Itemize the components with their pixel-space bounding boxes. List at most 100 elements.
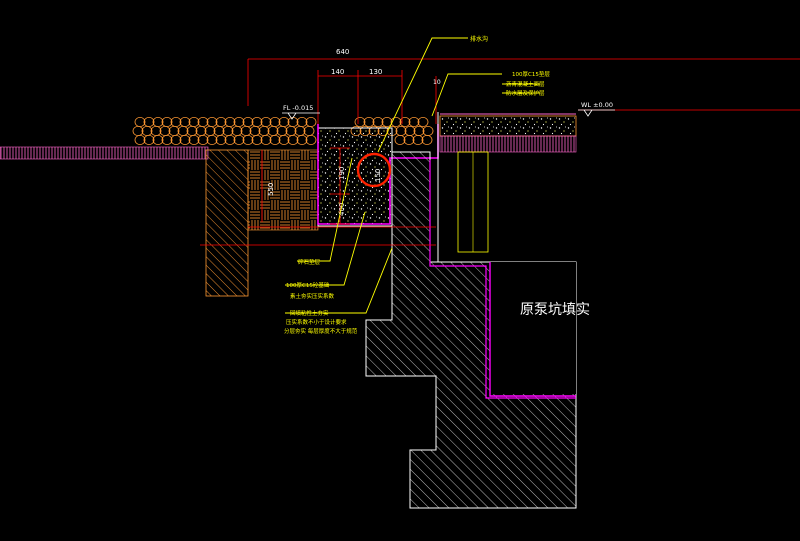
level-left-text: FL -0.015 bbox=[283, 104, 313, 112]
callout-top: 排水沟 bbox=[470, 35, 488, 43]
gravel-cobble bbox=[197, 117, 209, 128]
wall-membrane bbox=[429, 160, 576, 399]
gravel-cobble bbox=[296, 134, 308, 145]
gravel-cobble bbox=[224, 134, 236, 145]
gravel-cobble bbox=[231, 126, 243, 137]
gravel-cobble bbox=[215, 134, 227, 145]
gravel-cobble bbox=[188, 117, 200, 128]
gravel-cobble bbox=[168, 126, 180, 137]
gravel-cobble bbox=[159, 126, 171, 137]
level-right-text: WL ±0.00 bbox=[581, 101, 613, 109]
gravel-cobble bbox=[206, 117, 218, 128]
gravel-cobble bbox=[143, 117, 155, 128]
gravel-cobble bbox=[260, 134, 272, 145]
level-mark-left bbox=[282, 112, 320, 120]
gravel-cobble bbox=[403, 134, 415, 145]
pump-pit-fill bbox=[490, 262, 576, 394]
gravel-cobble bbox=[215, 117, 227, 128]
gravel-cobble bbox=[141, 126, 153, 137]
gravel-cobble bbox=[278, 117, 290, 128]
gravel-cobble bbox=[399, 117, 411, 128]
gravel-cobble bbox=[267, 126, 279, 137]
callout-top-right-3: 防水层及保护层 bbox=[506, 89, 545, 97]
gravel-cobble bbox=[179, 134, 191, 145]
gravel-cobble bbox=[213, 126, 225, 137]
gravel-cobble bbox=[222, 126, 234, 137]
gravel-cobble bbox=[395, 126, 407, 137]
gravel-cobble bbox=[233, 117, 245, 128]
gravel-layer bbox=[132, 117, 434, 145]
ground-strip-left bbox=[0, 146, 209, 160]
right-slab-lower bbox=[439, 135, 577, 153]
gravel-cobble bbox=[303, 126, 315, 137]
gravel-cobble bbox=[152, 117, 164, 128]
gravel-cobble bbox=[195, 126, 207, 137]
gravel-cobble bbox=[305, 134, 317, 145]
gravel-cobble bbox=[177, 126, 189, 137]
gravel-cobble bbox=[188, 134, 200, 145]
dim-190: 190 bbox=[338, 167, 346, 180]
gravel-cobble bbox=[251, 134, 263, 145]
gravel-cobble bbox=[143, 134, 155, 145]
gravel-cobble bbox=[150, 126, 162, 137]
right-slab bbox=[439, 115, 577, 137]
level-mark-right bbox=[578, 109, 615, 117]
gravel-cobble bbox=[258, 126, 270, 137]
woven-fill bbox=[247, 149, 319, 231]
gravel-cobble bbox=[269, 117, 281, 128]
callout-leaders bbox=[285, 37, 540, 314]
callout-top-right-1: 100厚C15垫层 bbox=[512, 70, 550, 78]
callout-bottom-1: 回填粘性土夯实 bbox=[290, 309, 329, 317]
gravel-cobble bbox=[294, 126, 306, 137]
gravel-cobble bbox=[233, 134, 245, 145]
gravel-cobble bbox=[132, 126, 144, 137]
gravel-cobble bbox=[224, 117, 236, 128]
gravel-cobble bbox=[161, 117, 173, 128]
dim-side: 550 bbox=[267, 183, 275, 196]
gravel-cobble bbox=[305, 117, 317, 128]
gravel-cobble bbox=[179, 117, 191, 128]
gravel-cobble bbox=[394, 134, 406, 145]
callout-bottom-3: 分层夯实 每层厚度不大于规范 bbox=[284, 327, 358, 335]
gravel-cobble bbox=[287, 134, 299, 145]
gravel-cobble bbox=[134, 117, 146, 128]
callout-mid-1: 100厚C15砼基础 bbox=[286, 281, 330, 289]
gravel-cobble bbox=[412, 134, 424, 145]
dim-left-part: 140 bbox=[331, 68, 344, 76]
gravel-cobble bbox=[276, 126, 288, 137]
dim-small: 10 bbox=[433, 79, 441, 86]
gravel-cobble bbox=[354, 117, 366, 128]
gravel-cobble bbox=[152, 134, 164, 145]
gravel-cobble bbox=[296, 117, 308, 128]
gravel-cobble bbox=[161, 134, 173, 145]
gravel-cobble bbox=[417, 117, 429, 128]
fill-area-label: 原泵坑填实 bbox=[520, 302, 590, 318]
dim-pipe: 150 bbox=[374, 169, 382, 182]
callout-top-right-2: 沥青混凝土面层 bbox=[506, 80, 545, 88]
drain-pipe bbox=[356, 152, 392, 188]
gravel-cobble bbox=[204, 126, 216, 137]
gravel-cobble bbox=[242, 117, 254, 128]
gravel-cobble bbox=[285, 126, 297, 137]
gravel-cobble bbox=[251, 117, 263, 128]
gravel-cobble bbox=[413, 126, 425, 137]
pit-outline bbox=[489, 262, 576, 397]
gravel-cobble bbox=[170, 117, 182, 128]
callout-mid-2: 素土夯实压实系数 bbox=[290, 292, 335, 300]
gravel-cobble bbox=[134, 134, 146, 145]
callout-bottom-2: 压实系数不小于设计要求 bbox=[286, 318, 347, 326]
gravel-cobble bbox=[372, 117, 384, 128]
gravel-cobble bbox=[404, 126, 416, 137]
dim-overall: 640 bbox=[336, 48, 349, 56]
gravel-cobble bbox=[170, 134, 182, 145]
gravel-cobble bbox=[390, 117, 402, 128]
dim-right-part: 130 bbox=[369, 68, 382, 76]
gravel-cobble bbox=[363, 117, 375, 128]
gravel-cobble bbox=[249, 126, 261, 137]
dimension-lines bbox=[200, 58, 800, 246]
soil-hatch-left bbox=[205, 149, 249, 297]
gravel-cobble bbox=[242, 134, 254, 145]
gravel-cobble bbox=[408, 117, 420, 128]
gravel-cobble bbox=[260, 117, 272, 128]
